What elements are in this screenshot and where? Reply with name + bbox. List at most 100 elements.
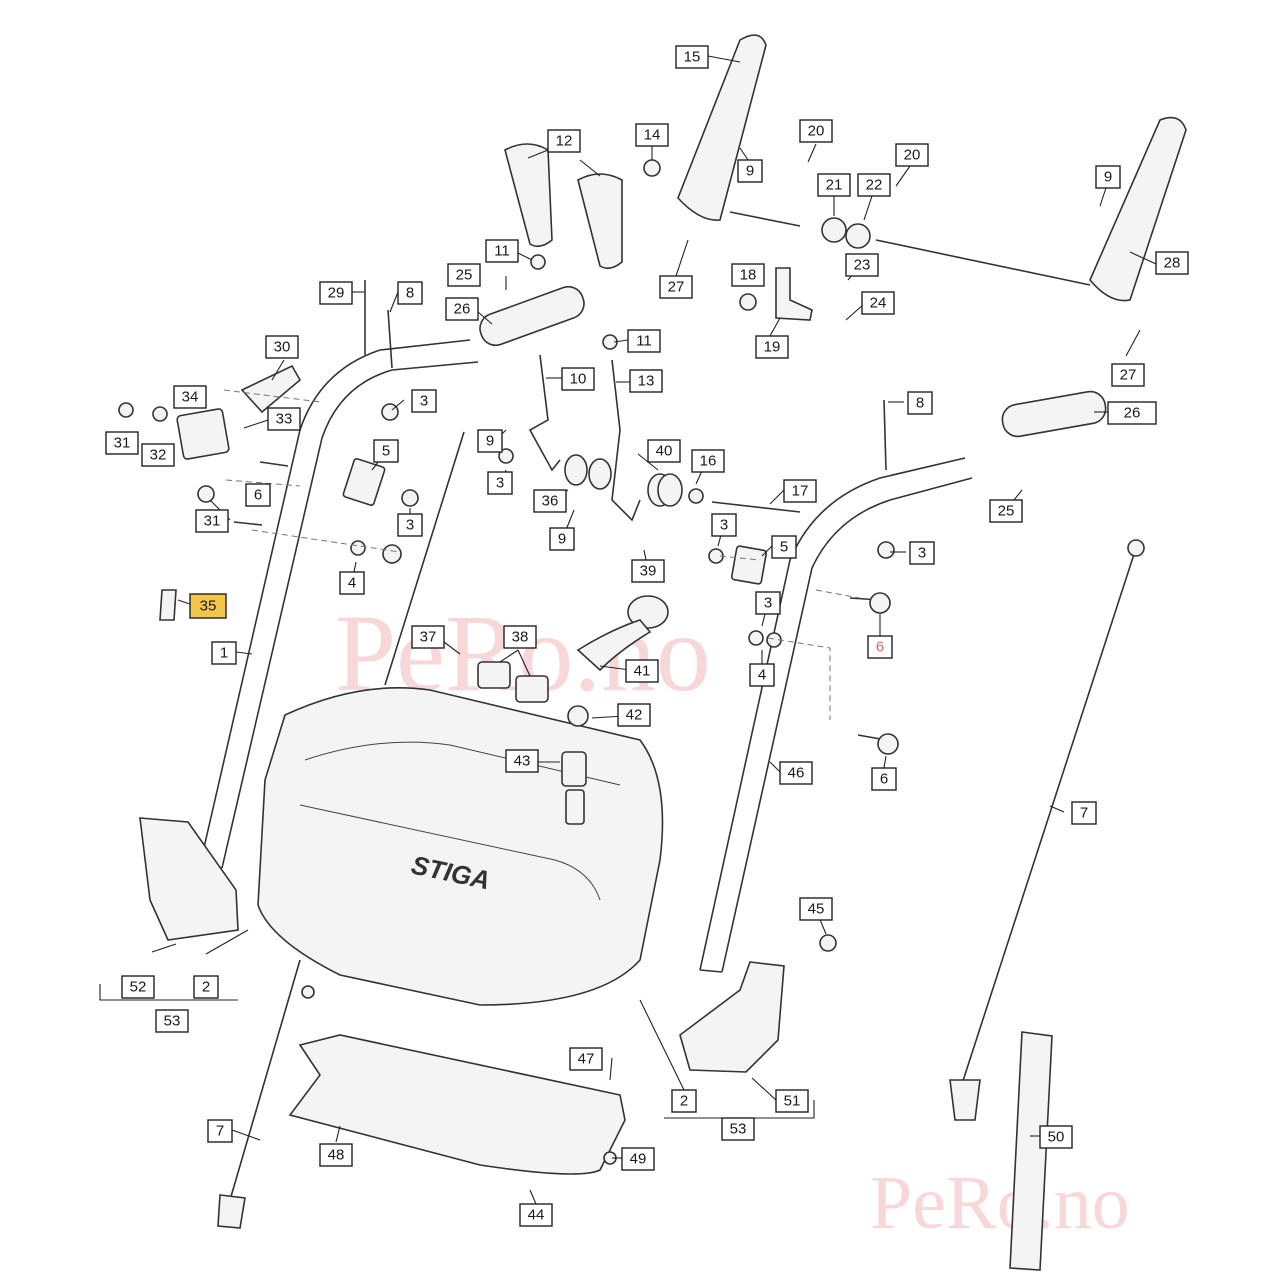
callout-2[interactable]: 2 <box>193 975 219 999</box>
callout-27[interactable]: 27 <box>659 275 693 299</box>
callout-47[interactable]: 47 <box>569 1047 603 1071</box>
callout-33[interactable]: 33 <box>267 407 301 431</box>
svg-text:37: 37 <box>420 629 437 646</box>
callout-50[interactable]: 50 <box>1039 1125 1073 1149</box>
callout-23[interactable]: 23 <box>845 253 879 277</box>
callout-16[interactable]: 16 <box>691 449 725 473</box>
bolts <box>233 280 899 999</box>
callout-27[interactable]: 27 <box>1111 363 1145 387</box>
callout-18[interactable]: 18 <box>731 263 765 287</box>
callout-46[interactable]: 46 <box>779 761 813 785</box>
svg-text:21: 21 <box>826 177 843 194</box>
callout-19[interactable]: 19 <box>755 335 789 359</box>
svg-text:32: 32 <box>150 447 167 464</box>
callout-4[interactable]: 4 <box>749 663 775 687</box>
callout-31[interactable]: 31 <box>195 509 229 533</box>
callout-9[interactable]: 9 <box>477 429 503 453</box>
svg-text:49: 49 <box>630 1151 647 1168</box>
callout-31[interactable]: 31 <box>105 431 139 455</box>
callout-11[interactable]: 11 <box>627 329 661 353</box>
callout-5[interactable]: 5 <box>373 439 399 463</box>
callout-32[interactable]: 32 <box>141 443 175 467</box>
callout-34[interactable]: 34 <box>173 385 207 409</box>
callout-13[interactable]: 13 <box>629 369 663 393</box>
callout-14[interactable]: 14 <box>635 123 669 147</box>
callout-26[interactable]: 26 <box>445 297 479 321</box>
callout-22[interactable]: 22 <box>857 173 891 197</box>
callout-9[interactable]: 9 <box>549 527 575 551</box>
svg-text:36: 36 <box>542 493 559 510</box>
callout-25[interactable]: 25 <box>989 499 1023 523</box>
callout-20[interactable]: 20 <box>895 143 929 167</box>
callout-48[interactable]: 48 <box>319 1143 353 1167</box>
callout-8[interactable]: 8 <box>907 391 933 415</box>
callout-3[interactable]: 3 <box>711 513 737 537</box>
switch-43 <box>561 751 587 825</box>
callout-53[interactable]: 53 <box>721 1117 755 1141</box>
callout-10[interactable]: 10 <box>561 367 595 391</box>
callout-3[interactable]: 3 <box>487 471 513 495</box>
callout-37[interactable]: 37 <box>411 625 445 649</box>
callout-6[interactable]: 6 <box>871 767 897 791</box>
callout-9[interactable]: 9 <box>1095 165 1121 189</box>
callout-49[interactable]: 49 <box>621 1147 655 1171</box>
callout-6[interactable]: 6 <box>867 635 893 659</box>
callout-38[interactable]: 38 <box>503 625 537 649</box>
callout-1[interactable]: 1 <box>211 641 237 665</box>
callout-30[interactable]: 30 <box>265 335 299 359</box>
callout-12[interactable]: 12 <box>547 129 581 153</box>
callout-4[interactable]: 4 <box>339 571 365 595</box>
callout-29[interactable]: 29 <box>319 281 353 305</box>
callout-28[interactable]: 28 <box>1155 251 1189 275</box>
callout-51[interactable]: 51 <box>775 1089 809 1113</box>
callout-3[interactable]: 3 <box>909 541 935 565</box>
callout-35[interactable]: 35 <box>189 593 227 619</box>
callout-26[interactable]: 26 <box>1107 401 1157 425</box>
svg-text:3: 3 <box>420 393 428 410</box>
svg-text:27: 27 <box>668 279 685 296</box>
svg-text:2: 2 <box>202 979 210 996</box>
callout-25[interactable]: 25 <box>447 263 481 287</box>
callout-3[interactable]: 3 <box>397 513 423 537</box>
callout-40[interactable]: 40 <box>647 439 681 463</box>
svg-text:44: 44 <box>528 1207 545 1224</box>
callout-3[interactable]: 3 <box>755 591 781 615</box>
lever-knob-left <box>504 143 553 248</box>
callout-8[interactable]: 8 <box>397 281 423 305</box>
callout-7[interactable]: 7 <box>207 1119 233 1143</box>
callout-15[interactable]: 15 <box>675 45 709 69</box>
callout-36[interactable]: 36 <box>533 489 567 513</box>
lever-knob-right <box>577 173 623 270</box>
svg-text:3: 3 <box>764 595 772 612</box>
svg-text:39: 39 <box>640 563 657 580</box>
svg-text:53: 53 <box>730 1121 747 1138</box>
svg-text:20: 20 <box>808 123 825 140</box>
callout-21[interactable]: 21 <box>817 173 851 197</box>
callouts: 15 14 9 20 20 21 22 9 28 12 11 27 23 18 … <box>105 45 1189 1227</box>
callout-17[interactable]: 17 <box>783 479 817 503</box>
callout-41[interactable]: 41 <box>625 659 659 683</box>
callout-53[interactable]: 53 <box>155 1009 189 1033</box>
callout-52[interactable]: 52 <box>121 975 155 999</box>
svg-text:4: 4 <box>348 575 356 592</box>
svg-text:45: 45 <box>808 901 825 918</box>
callout-43[interactable]: 43 <box>505 749 539 773</box>
svg-text:11: 11 <box>494 243 510 260</box>
callout-24[interactable]: 24 <box>861 291 895 315</box>
svg-text:15: 15 <box>684 49 701 66</box>
callout-3[interactable]: 3 <box>411 389 437 413</box>
callout-45[interactable]: 45 <box>799 897 833 921</box>
callout-5[interactable]: 5 <box>771 535 797 559</box>
callout-11[interactable]: 11 <box>485 239 519 263</box>
callout-2[interactable]: 2 <box>671 1089 697 1113</box>
corner-cover-52 <box>139 817 239 941</box>
left-grip <box>479 285 585 347</box>
svg-text:38: 38 <box>512 629 529 646</box>
callout-42[interactable]: 42 <box>617 703 651 727</box>
callout-44[interactable]: 44 <box>519 1203 553 1227</box>
callout-39[interactable]: 39 <box>631 559 665 583</box>
callout-6[interactable]: 6 <box>245 483 271 507</box>
callout-7[interactable]: 7 <box>1071 801 1097 825</box>
callout-9[interactable]: 9 <box>737 159 763 183</box>
callout-20[interactable]: 20 <box>799 119 833 143</box>
